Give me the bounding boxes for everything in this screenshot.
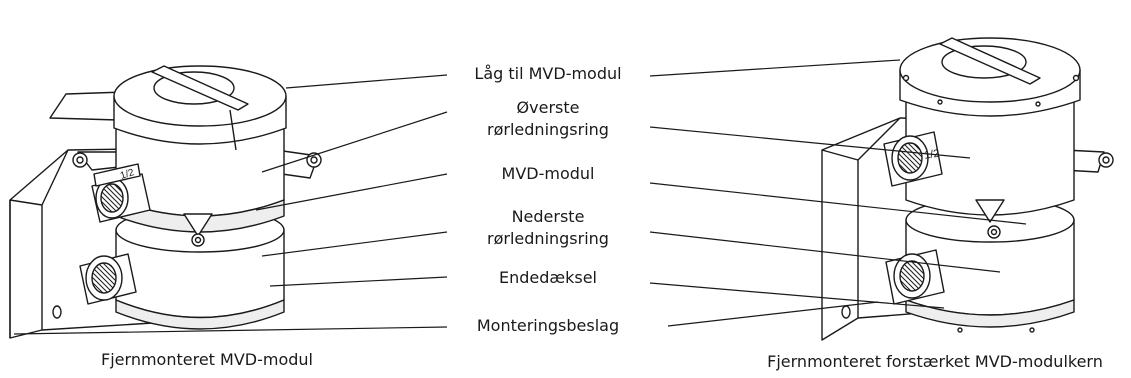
leader-bracket-left (13, 326, 448, 335)
right-mvd-module-drawing (821, 37, 1114, 341)
leader-lower-ring-right (649, 231, 1001, 273)
label-lower-ring-line2: rørledningsring (487, 229, 609, 248)
label-mvd-module: MVD-modul (501, 164, 595, 183)
caption-right: Fjernmonteret forstærket MVD-modulkern (767, 352, 1103, 371)
leader-end-cap-left (269, 276, 448, 287)
label-upper-ring-line2: rørledningsring (487, 120, 609, 139)
caption-left: Fjernmonteret MVD-modul (101, 350, 313, 369)
label-lid: Låg til MVD-modul (474, 64, 622, 83)
leader-lines (13, 59, 1027, 335)
leader-upper-ring-left (261, 111, 448, 173)
leader-upper-ring-right (649, 126, 971, 159)
leader-lid-left (285, 74, 448, 89)
leader-mvd-module-left (255, 173, 448, 211)
leader-bracket-right (667, 301, 879, 327)
label-end-cap: Endedæksel (498, 268, 598, 287)
label-bracket: Monteringsbeslag (476, 316, 620, 335)
leader-end-cap-right (649, 282, 945, 309)
left-mvd-module-drawing (9, 65, 322, 339)
label-lower-ring-line1: Nederste (511, 207, 585, 226)
leader-mvd-module-right (649, 182, 1027, 225)
leader-lower-ring-left (261, 231, 448, 257)
leader-lid-right (649, 59, 901, 77)
label-upper-ring-line1: Øverste (516, 98, 580, 117)
half-inch-marking-left: 1/2 (119, 167, 136, 182)
